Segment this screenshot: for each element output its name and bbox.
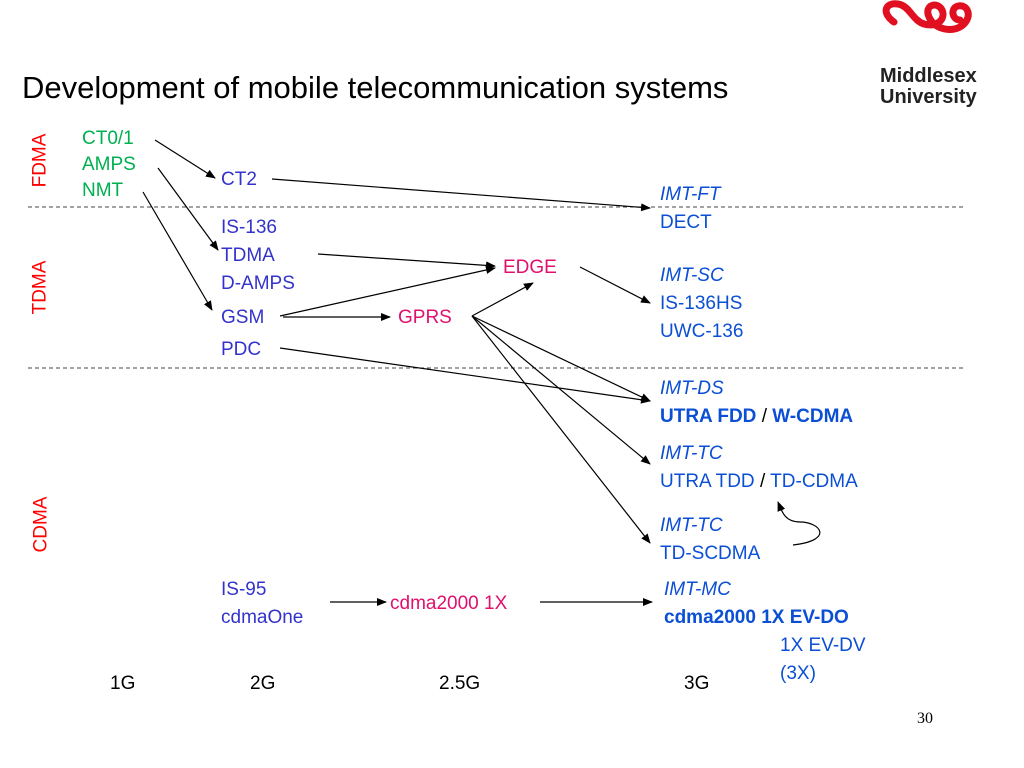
node-gsm: GSM [221,307,265,328]
node-is136hs: IS-136HS [660,293,743,314]
band-label-cdma: CDMA [30,496,52,553]
band-label-tdma: TDMA [29,260,51,315]
node-gprs: GPRS [398,307,452,328]
node-tdcdma: TD-CDMA [770,471,858,492]
node-tdma: TDMA [221,245,275,266]
slash-separator: / [759,471,766,492]
generation-label-3g: 3G [684,673,710,694]
generation-label-1g: 1G [110,673,136,694]
node-is136: IS-136 [221,217,277,238]
arrow-gprs-tdcdma [471,315,651,465]
node-1x-evdv: 1X EV-DV [780,635,866,656]
node-nmt: NMT [82,180,124,201]
page-title: Development of mobile telecommunication … [22,70,729,105]
node-amps: AMPS [82,154,136,175]
node-dect: DECT [660,212,712,233]
arrow-gprs-tdscdma [471,315,651,544]
node-3x: (3X) [780,663,816,684]
node-imt-mc: IMT-MC [664,579,731,600]
arrow-gprs-edge [471,282,534,317]
node-damps: D-AMPS [221,273,295,294]
node-imt-sc: IMT-SC [660,265,724,286]
node-imt-tc-2: IMT-TC [660,515,723,536]
node-utra-fdd-wcdma: UTRA FDD / W-CDMA [660,407,853,426]
node-imt-ds: IMT-DS [660,378,724,399]
node-tdscdma: TD-SCDMA [660,543,761,564]
node-uwc136: UWC-136 [660,321,744,342]
arrow-gsm-edge [279,266,496,317]
node-wcdma: W-CDMA [772,406,854,427]
logo-line1: Middlesex [880,65,977,87]
node-1x-evdo: 1X EV-DO [761,607,849,628]
logo-swirl-icon [882,0,972,33]
logo-line2: University [880,86,977,108]
node-utra-tdd-tdcdma: UTRA TDD / TD-CDMA [660,472,858,491]
arrow-tdma-edge [317,253,496,270]
node-cdma2000-1x: cdma2000 1X [390,593,508,614]
curved-arrow-tdscdma-tdcdma [777,501,821,546]
node-utra-fdd: UTRA FDD [660,406,757,427]
arrow-amps-is136 [157,167,219,251]
arrow-gprs-wcdma [471,315,651,402]
node-ct01: CT0/1 [82,128,134,149]
node-edge: EDGE [503,257,557,278]
node-pdc: PDC [221,339,262,360]
arrow-pdc-wcdma [279,347,651,404]
node-cdma2000: cdma2000 [664,607,756,628]
slash-separator: / [761,406,767,427]
node-imt-ft: IMT-FT [660,184,721,205]
arrow-ct01-ct2 [154,139,216,179]
node-ct2: CT2 [221,169,257,190]
arrow-edge-is136hs [579,266,651,304]
generation-label-2g: 2G [250,673,276,694]
middlesex-university-logo [882,0,972,33]
arrow-ct2-dect [271,178,651,212]
arrow-nmt-gsm [142,191,213,311]
band-label-fdma: FDMA [29,133,51,188]
page-number: 30 [917,710,933,727]
generation-label-2-5g: 2.5G [439,673,481,694]
node-cdma2000-evdo: cdma2000 1X EV-DO [664,608,849,627]
node-is95: IS-95 [221,579,267,600]
node-utra-tdd: UTRA TDD [660,471,755,492]
node-imt-tc-1: IMT-TC [660,443,723,464]
node-cdmaone: cdmaOne [221,607,304,628]
